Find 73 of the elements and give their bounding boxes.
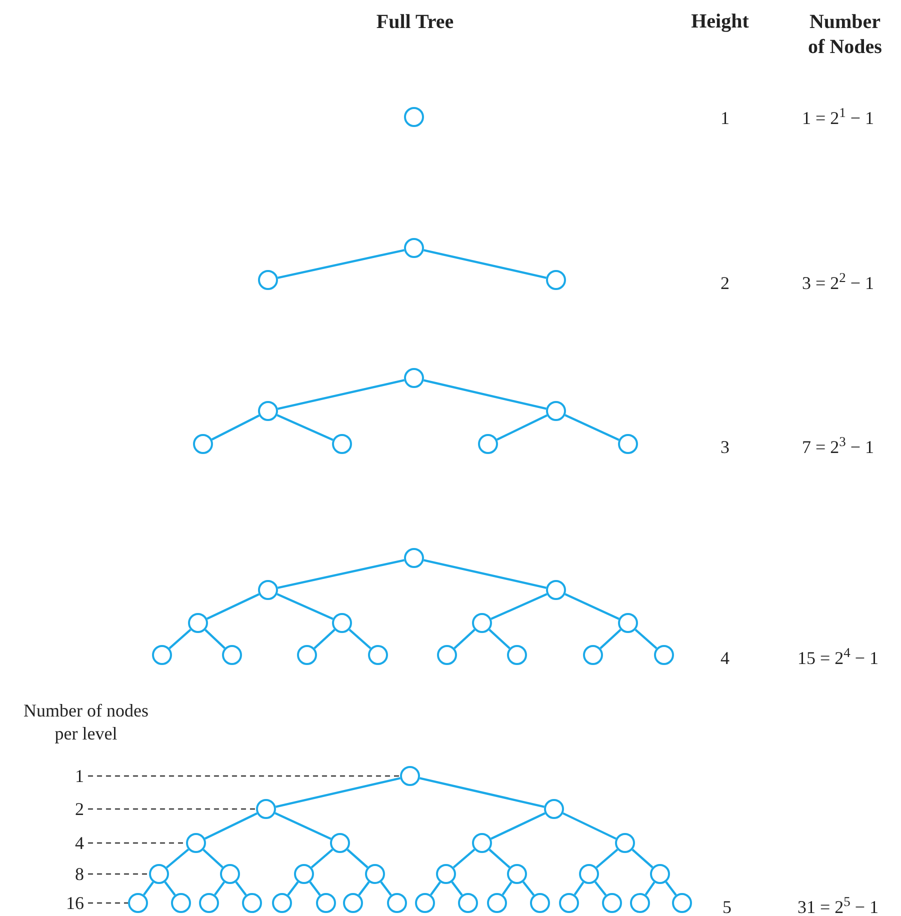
tree-edge: [574, 882, 584, 896]
tree-edge: [496, 414, 548, 441]
tree-edge: [424, 249, 546, 279]
tree-edge: [166, 848, 190, 868]
leader-line: [88, 902, 128, 904]
tree-edge: [278, 249, 404, 279]
tree-edge: [276, 777, 400, 808]
label-text: 3: [720, 436, 730, 458]
tree-edge: [490, 812, 546, 840]
tree-edge: [309, 881, 321, 896]
tree-edge: [420, 777, 544, 808]
label-text: 1: [720, 106, 730, 130]
tree-edge: [287, 881, 299, 896]
level-count: 1: [54, 765, 88, 787]
leader-line: [88, 775, 400, 777]
tree-edge: [488, 628, 510, 650]
level-count: 8: [54, 863, 88, 885]
label-text: 2: [720, 272, 730, 294]
tree-edge: [380, 881, 392, 896]
tree-edge: [278, 379, 404, 410]
column-header: Height: [690, 10, 750, 34]
column-header: Number of Nodes: [807, 10, 883, 60]
label-text: 15 = 2$^{4}$ − 1: [796, 646, 880, 670]
tree-edge: [564, 593, 620, 620]
label-text: 5: [722, 896, 732, 916]
tree-edge: [454, 628, 476, 650]
tree-edge: [452, 848, 476, 868]
tree-edge: [644, 882, 656, 896]
label-text: Number of nodes per level: [22, 700, 150, 744]
label-text: 1 = 2$^{1}$ − 1: [800, 106, 876, 130]
tree-edge: [274, 812, 332, 840]
tree-edge: [204, 629, 226, 649]
tree-edge: [202, 848, 224, 868]
tree-edge: [522, 881, 535, 896]
leader-line: [88, 808, 256, 810]
title: Full Tree: [376, 10, 454, 35]
level-count: 2: [54, 798, 88, 820]
tree-edge: [164, 881, 176, 896]
tree-edge: [634, 628, 658, 650]
tree-edge: [235, 881, 247, 896]
tree-edge: [562, 812, 616, 840]
tree-edge: [488, 848, 510, 868]
leader-line: [88, 842, 186, 844]
tree-edge: [346, 848, 368, 868]
tree-edge: [348, 628, 372, 650]
tree-edge: [600, 628, 622, 650]
tree-edge: [310, 848, 334, 868]
tree-edge: [278, 559, 404, 589]
level-count: 4: [54, 832, 88, 854]
tree-edge: [168, 628, 192, 650]
tree-edge: [632, 848, 654, 868]
tree-edge: [204, 812, 258, 840]
label-text: 4: [720, 646, 730, 670]
tree-edge: [276, 593, 334, 620]
tree-edge: [206, 593, 260, 620]
tree-edge: [424, 379, 546, 410]
label-text: 31 = 2$^{5}$ − 1: [796, 896, 880, 916]
tree-edge: [424, 559, 546, 589]
tree-edge: [564, 414, 620, 441]
tree-edge: [314, 628, 336, 650]
tree-edge: [490, 593, 548, 620]
label-text: 3 = 2$^{2}$ − 1: [800, 272, 876, 294]
tree-edge: [596, 848, 618, 868]
label-text: 7 = 2$^{3}$ − 1: [800, 436, 876, 458]
tree-edge: [451, 881, 463, 896]
tree-edge: [211, 414, 260, 440]
tree-edge: [502, 882, 512, 896]
tree-edge: [276, 414, 334, 441]
leader-line: [88, 873, 149, 875]
level-count: 16: [54, 892, 88, 914]
tree-edge: [665, 881, 677, 896]
tree-edge: [594, 881, 607, 896]
tree-edge: [358, 881, 370, 896]
